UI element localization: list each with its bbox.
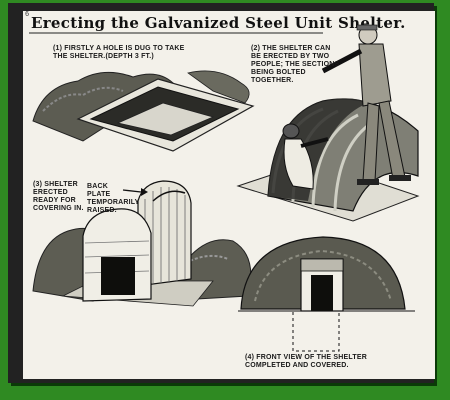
caption-step-3: (3) SHELTER ERECTED READY FOR COVERING I… xyxy=(33,181,84,213)
covered-shelter-front-view xyxy=(238,237,415,351)
caption-step-4: (4) FRONT VIEW OF THE SHELTER COMPLETED … xyxy=(245,354,367,370)
illustration-sheet: 6 Erecting the Galvanized Steel Unit She… xyxy=(23,11,435,379)
picture-frame: 6 Erecting the Galvanized Steel Unit She… xyxy=(8,3,434,383)
caption-step-2: (2) THE SHELTER CAN BE ERECTED BY TWO PE… xyxy=(251,45,339,85)
illustration-art xyxy=(23,11,435,379)
caption-step-1: (1) FIRSTLY A HOLE IS DUG TO TAKE THE SH… xyxy=(53,45,184,61)
dug-hole-illustration xyxy=(33,71,253,151)
caption-back-plate: BACK PLATE TEMPORARILY RAISED. xyxy=(87,183,140,215)
